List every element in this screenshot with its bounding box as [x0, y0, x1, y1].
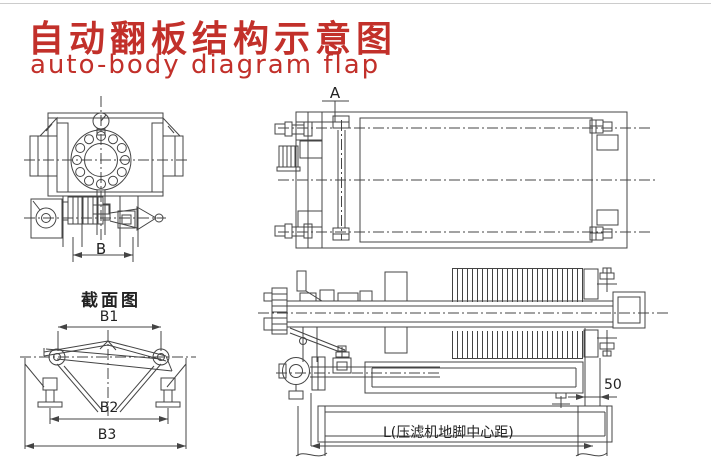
- bolt-flange: [70, 129, 132, 191]
- dimension-50: [568, 394, 617, 400]
- page-title-chinese: 自动翻板结构示意图: [28, 19, 398, 60]
- dimension-label-50: 50: [604, 377, 622, 393]
- bracket-cluster-bottom: [589, 209, 619, 241]
- page-title-english: auto-body diagram flap: [30, 50, 381, 80]
- dimension-label-b2: B2: [99, 400, 119, 416]
- plan-view-drawing: [274, 100, 658, 249]
- section-view-title: 截面图: [81, 291, 141, 311]
- dimension-label-b: B: [95, 240, 107, 258]
- flap-box: [364, 361, 584, 394]
- gauge-icon: [92, 112, 110, 136]
- foot-left: [37, 377, 63, 408]
- leg-left: [295, 393, 328, 457]
- filter-plates-lower: [452, 331, 583, 359]
- dimension-l: [311, 443, 593, 449]
- dimension-b1: [57, 324, 162, 351]
- drive-cluster-top: [274, 121, 323, 172]
- section-label-a: A: [329, 84, 341, 102]
- dimension-b3: [25, 443, 186, 449]
- top-rule: [0, 3, 711, 4]
- dimension-b2: [49, 408, 169, 424]
- dimension-label-l: L(压滤机地脚中心距): [383, 425, 514, 441]
- handwheel-mechanism: [278, 345, 440, 400]
- hydraulic-head: [597, 267, 646, 357]
- section-view-drawing: [20, 324, 196, 449]
- side-view-drawing: [258, 267, 668, 457]
- drive-cluster-bottom: [274, 210, 323, 239]
- motor-assembly: [30, 196, 164, 239]
- dimension-label-b1: B1: [99, 309, 119, 325]
- bracket-cluster-top: [589, 119, 619, 151]
- foot-right: [155, 377, 181, 408]
- filter-plates-upper: [452, 268, 583, 302]
- link-bar: [332, 115, 350, 241]
- dimension-label-b3: B3: [97, 427, 117, 443]
- leg-right: [575, 406, 608, 457]
- front-view-drawing: [24, 96, 187, 262]
- end-plate: [263, 287, 288, 335]
- dimension-b: [72, 237, 134, 262]
- flap-linkage: [43, 340, 173, 372]
